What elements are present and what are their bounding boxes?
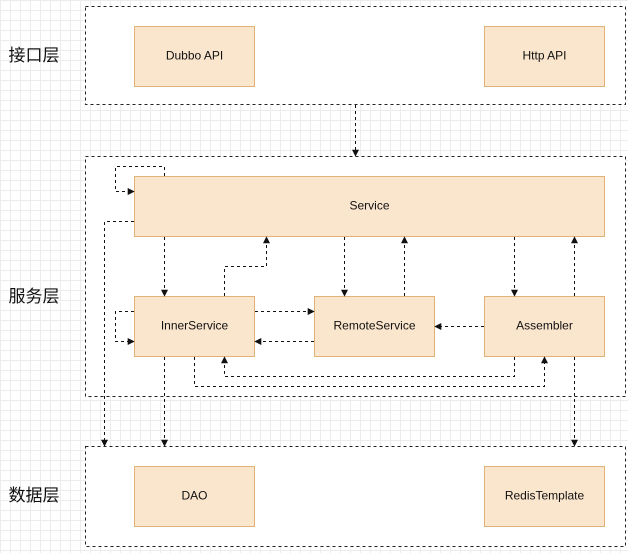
remote-service-label: RemoteService: [333, 319, 415, 333]
data-layer-label: 数据层: [9, 486, 60, 506]
http-api-node[interactable]: Http API: [484, 26, 605, 87]
remote-service-node[interactable]: RemoteService: [314, 296, 435, 357]
edge-inner-service-to-service: [224, 236, 270, 296]
dubbo-api-node[interactable]: Dubbo API: [134, 26, 255, 87]
dao-label: DAO: [181, 489, 207, 503]
redis-template-node[interactable]: RedisTemplate: [484, 466, 605, 527]
service-node[interactable]: Service: [134, 176, 605, 237]
dubbo-api-label: Dubbo API: [166, 49, 223, 63]
redis-template-label: RedisTemplate: [505, 489, 585, 503]
edge-inner-service-to-assembler: [194, 356, 548, 387]
inner-service-node[interactable]: InnerService: [134, 296, 255, 357]
service-layer-label: 服务层: [9, 287, 60, 307]
edge-service-self-loop: [115, 166, 165, 195]
assembler-label: Assembler: [516, 319, 573, 333]
edge-assembler-to-inner-service: [221, 356, 515, 377]
http-api-label: Http API: [522, 49, 566, 63]
assembler-node[interactable]: Assembler: [484, 296, 605, 357]
service-label: Service: [349, 199, 389, 213]
interface-layer-label: 接口层: [9, 46, 60, 66]
inner-service-label: InnerService: [161, 319, 229, 333]
dao-node[interactable]: DAO: [134, 466, 255, 527]
